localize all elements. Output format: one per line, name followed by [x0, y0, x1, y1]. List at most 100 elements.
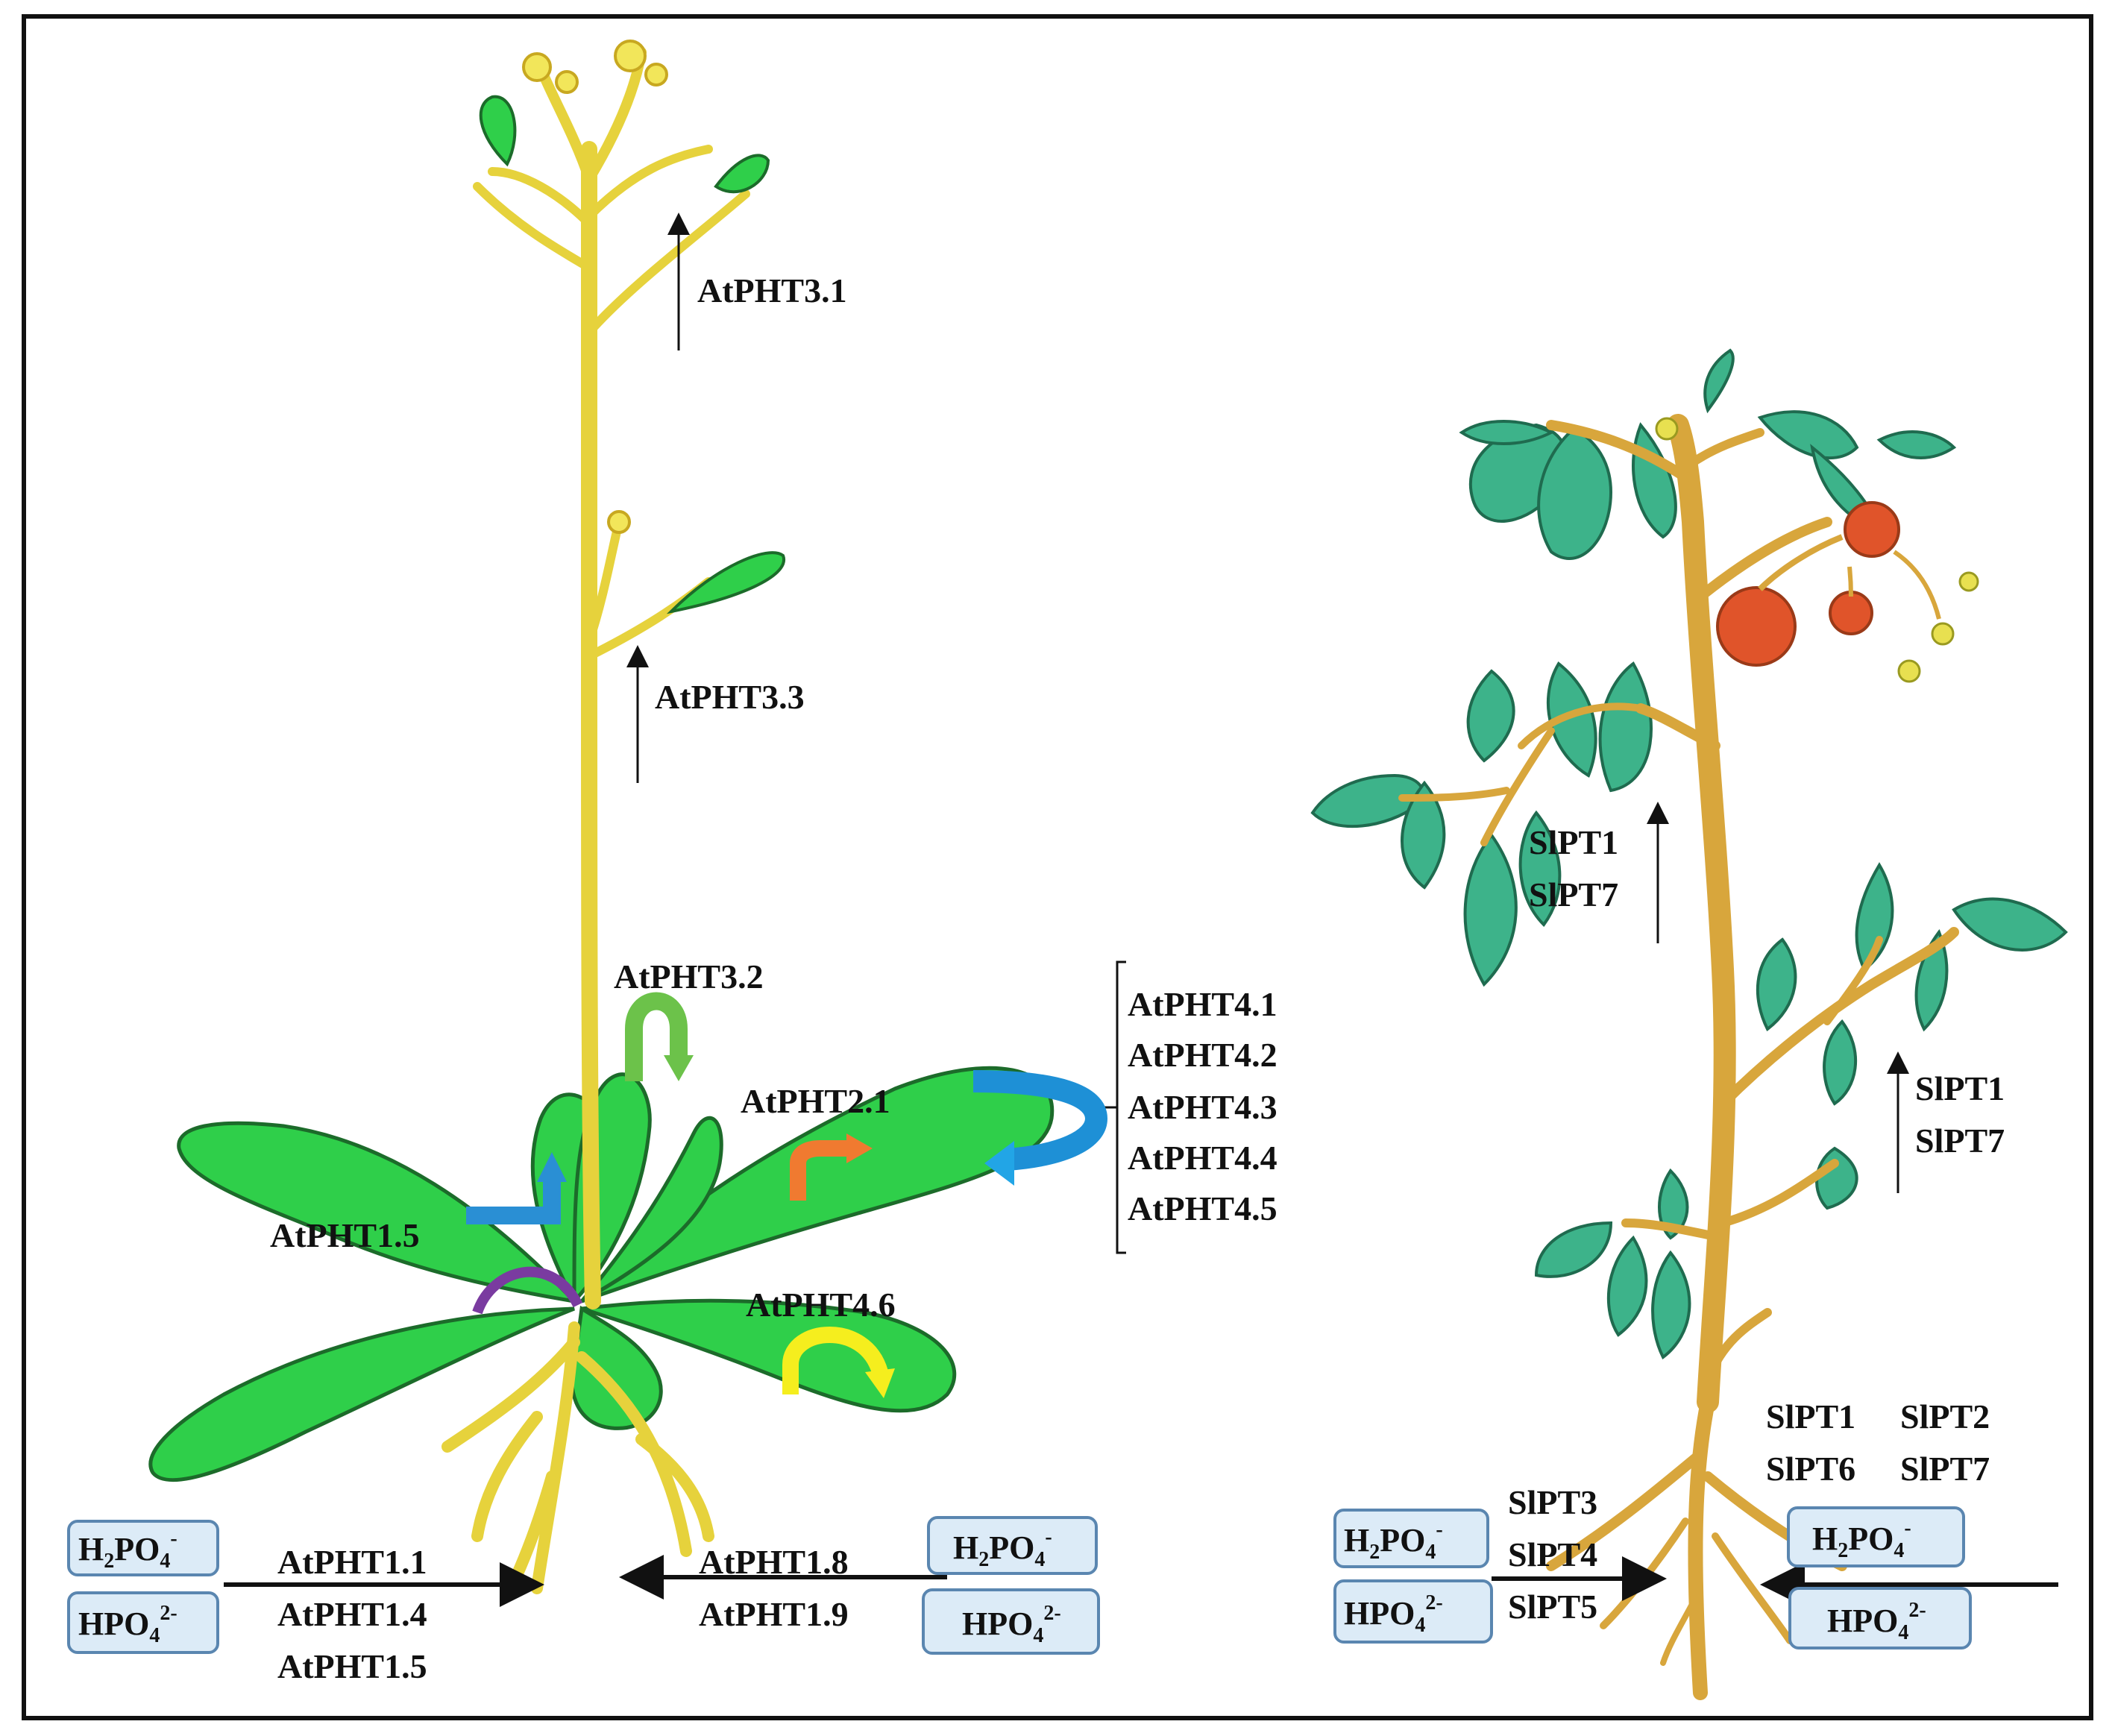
label-pht4-6: AtPHT4.6 [746, 1286, 896, 1324]
label-pht1-8: AtPHT1.8 [699, 1543, 849, 1581]
tomato-leaf [1703, 348, 1735, 414]
rosette-leaf [581, 1298, 957, 1413]
label-slpt1-upper: SlPT1 [1529, 823, 1618, 861]
label-pht3-2: AtPHT3.2 [614, 957, 764, 996]
arabidopsis-plant [148, 40, 1055, 1602]
tomato-transport-arrows [1492, 802, 2058, 1607]
tomato-ions: H2PO4- HPO42- H2PO4- HPO42- [1333, 1506, 1972, 1649]
label-pht1-4: AtPHT1.4 [277, 1595, 427, 1633]
ion-hpo4-right: HPO42- [962, 1602, 1061, 1647]
flower [607, 510, 631, 534]
ion-box-h2po4-tomato-left [1333, 1509, 1489, 1568]
label-slpt5-root: SlPT5 [1508, 1588, 1597, 1626]
flower [644, 63, 668, 87]
cauline-leaf [666, 551, 786, 614]
tomato-flower [1931, 622, 1955, 646]
tomato-leaf [1547, 661, 1597, 778]
label-pht1-1: AtPHT1.1 [277, 1543, 427, 1581]
ion-h2po4-tomato-left: H2PO4- [1344, 1518, 1443, 1564]
arrow-pht4-6-head [865, 1368, 895, 1398]
tomato-fruits [1716, 501, 1941, 667]
arabidopsis-ions: H2PO4- HPO42- H2PO4- HPO42- [67, 1516, 1100, 1655]
arrow-pht2-1-head [846, 1133, 873, 1163]
arrow-pht1-5 [466, 1178, 561, 1224]
arrow-pht3-2 [625, 992, 688, 1081]
tomato-flower [1958, 571, 1979, 592]
tomato-leaf [1823, 1019, 1858, 1106]
label-slpt2-base: SlPT2 [1900, 1397, 1990, 1435]
tomato-plant [1310, 348, 2068, 1700]
rosette-leaf [580, 1116, 723, 1303]
tomato-leaf [1952, 897, 2068, 952]
tomato-leaf [1463, 832, 1518, 987]
rosette-leaf [177, 1121, 580, 1304]
tomato-leaf [1401, 780, 1446, 890]
ion-box-h2po4-right [927, 1516, 1098, 1575]
label-pht1-9: AtPHT1.9 [699, 1595, 849, 1633]
label-slpt1-lower: SlPT1 [1915, 1069, 2005, 1107]
tomato-fruit [1716, 586, 1797, 667]
flower [522, 52, 552, 82]
label-pht1-5-shoot: AtPHT1.5 [270, 1216, 420, 1254]
label-slpt3-root: SlPT3 [1508, 1483, 1597, 1521]
label-pht4-5: AtPHT4.5 [1128, 1189, 1278, 1227]
tomato-leaf [1537, 427, 1613, 560]
arrow-pht4-6 [782, 1327, 888, 1394]
ion-box-hpo4-left [67, 1591, 219, 1654]
tomato-leaf [1606, 1235, 1648, 1337]
ion-h2po4-left: H2PO4- [78, 1527, 177, 1573]
tomato-leaf [1534, 1221, 1613, 1278]
label-pht4-2: AtPHT4.2 [1128, 1036, 1278, 1074]
arabidopsis-rosette [148, 1066, 1055, 1482]
tomato-leaf [1757, 410, 1859, 459]
tomato-leaf [1876, 430, 1957, 459]
arrow-pht2-1 [790, 1140, 850, 1201]
label-slpt7-lower: SlPT7 [1915, 1122, 2005, 1160]
tomato-leaf [1459, 420, 1555, 445]
label-pht1-5-root: AtPHT1.5 [277, 1647, 427, 1685]
ion-box-hpo4-tomato-right [1788, 1587, 1972, 1649]
ion-box-hpo4-right [922, 1588, 1100, 1655]
cauline-leaf [479, 95, 517, 167]
label-pht3-3: AtPHT3.3 [655, 678, 805, 716]
label-slpt7-upper: SlPT7 [1529, 875, 1618, 913]
label-slpt7-base: SlPT7 [1900, 1450, 1990, 1488]
arrow-pht3-2-head [664, 1055, 694, 1081]
tomato-leaf [1914, 928, 1949, 1032]
tomato-fruit [1844, 501, 1900, 558]
label-slpt1-base: SlPT1 [1766, 1397, 1855, 1435]
tomato-flower [1897, 659, 1921, 683]
label-pht2-1: AtPHT2.1 [741, 1082, 890, 1120]
ion-h2po4-tomato-right: H2PO4- [1812, 1517, 1911, 1562]
tomato-leaf [1651, 1250, 1691, 1360]
tomato-flowers [1655, 417, 1979, 683]
tomato-fruit [1829, 591, 1873, 635]
label-slpt6-base: SlPT6 [1766, 1450, 1855, 1488]
tomato-leaf [1658, 1168, 1689, 1240]
label-slpt4-root: SlPT4 [1508, 1535, 1597, 1573]
ion-hpo4-tomato-left: HPO42- [1344, 1591, 1443, 1637]
tomato-labels: SlPT1 SlPT7 SlPT1 SlPT7 SlPT1 SlPT2 SlPT… [1508, 823, 2005, 1626]
label-pht3-1: AtPHT3.1 [697, 271, 847, 309]
arrow-pht1-5-head [537, 1152, 567, 1182]
tomato-leaves [1310, 348, 2068, 1360]
ion-hpo4-left: HPO42- [78, 1602, 177, 1647]
tomato-flower [1655, 417, 1679, 441]
arrow-pht4-loop-head [984, 1141, 1014, 1186]
tomato-leaf [1466, 669, 1515, 763]
colored-arrows [466, 992, 1108, 1398]
flower [555, 70, 579, 94]
ion-h2po4-right: H2PO4- [953, 1526, 1052, 1571]
arrow-pht4-loop [972, 1070, 1108, 1171]
figure-frame [22, 14, 2093, 1720]
ion-hpo4-tomato-right: HPO42- [1827, 1599, 1926, 1644]
ion-box-h2po4-tomato-right [1787, 1506, 1965, 1567]
arabidopsis-labels: AtPHT3.1 AtPHT3.3 AtPHT3.2 AtPHT2.1 AtPH… [270, 271, 1278, 1685]
ion-box-h2po4-left [67, 1520, 219, 1576]
label-pht4-3: AtPHT4.3 [1128, 1088, 1278, 1126]
tomato-leaf [1756, 937, 1797, 1032]
rosette-leaf [580, 1066, 1055, 1303]
rosette-leaf [148, 1306, 575, 1482]
arc-purple [472, 1266, 583, 1315]
